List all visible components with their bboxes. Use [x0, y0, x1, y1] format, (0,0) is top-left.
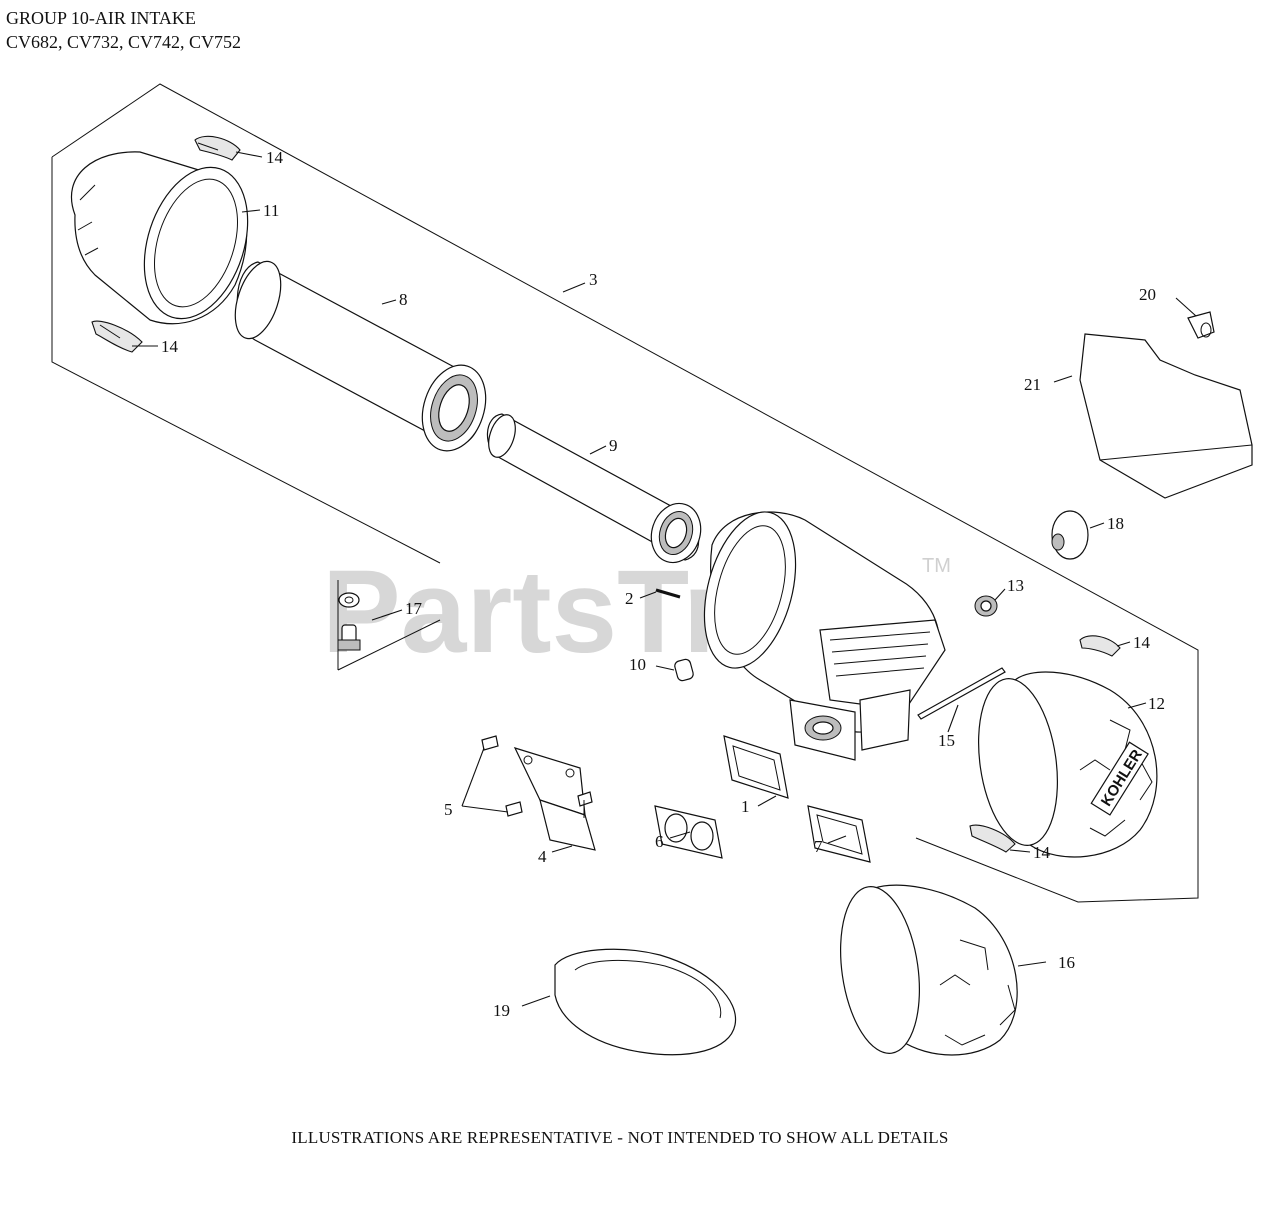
callout-13: 13 — [1007, 576, 1024, 595]
callout-12: 12 — [1148, 694, 1165, 713]
part-11-housing-ring — [70, 151, 249, 325]
callout-17: 17 — [405, 599, 423, 618]
part-13-plug — [974, 595, 998, 617]
callout-2: 2 — [625, 589, 634, 608]
part-10-bushing — [674, 658, 694, 682]
part-14-clip-right — [1079, 635, 1121, 657]
part-7-gasket — [807, 805, 871, 863]
part-12-cover: KOHLER — [977, 671, 1158, 858]
part-14-clip-left — [91, 320, 143, 353]
air-cleaner-base — [703, 511, 946, 761]
watermark-tm: TM — [922, 555, 951, 577]
callout-18: 18 — [1107, 514, 1124, 533]
callout-labels: 1 2 3 4 5 6 7 8 9 10 11 12 13 14 14 14 1… — [161, 148, 1165, 1020]
part-14-clip-top — [194, 135, 241, 161]
callout-20: 20 — [1139, 285, 1156, 304]
callout-5: 5 — [444, 800, 453, 819]
part-18-valve — [1051, 510, 1089, 560]
assembly-boundary — [51, 83, 1199, 903]
title-models: CV682, CV732, CV742, CV752 — [6, 32, 242, 52]
part-14-clip-bottom — [969, 824, 1016, 853]
callout-14-right: 14 — [1133, 633, 1151, 652]
callout-14-bottom: 14 — [1033, 843, 1051, 862]
part-5-bolts — [481, 735, 593, 818]
callout-11: 11 — [263, 201, 279, 220]
callout-1: 1 — [741, 797, 750, 816]
callout-9: 9 — [609, 436, 618, 455]
callout-7: 7 — [814, 837, 823, 856]
callout-6: 6 — [655, 832, 664, 851]
part-15-strip — [917, 667, 1006, 720]
part-9-inner-filter — [486, 413, 702, 564]
callout-4: 4 — [538, 847, 547, 866]
callout-14-left: 14 — [161, 337, 179, 356]
part-8-primary-filter — [234, 260, 487, 452]
title-group: GROUP 10-AIR INTAKE — [6, 8, 196, 28]
callout-21: 21 — [1024, 375, 1041, 394]
callout-19: 19 — [493, 1001, 510, 1020]
callout-8: 8 — [399, 290, 408, 309]
callout-10: 10 — [629, 655, 646, 674]
part-17-sensor — [337, 592, 361, 651]
callout-3: 3 — [589, 270, 598, 289]
part-2-pin — [655, 588, 681, 599]
part-16-cover — [839, 884, 1018, 1056]
callout-15: 15 — [938, 731, 955, 750]
part-1-gasket — [723, 735, 789, 799]
part-19-precleaner — [554, 948, 737, 1056]
leader-lines — [132, 151, 1197, 1007]
part-21-shield — [1079, 333, 1253, 499]
part-4-bracket — [513, 747, 596, 851]
callout-14-top: 14 — [266, 148, 284, 167]
footer-note: ILLUSTRATIONS ARE REPRESENTATIVE - NOT I… — [291, 1128, 949, 1147]
diagram-title: GROUP 10-AIR INTAKE CV682, CV732, CV742,… — [6, 6, 241, 54]
callout-16: 16 — [1058, 953, 1075, 972]
part-20-clip — [1187, 311, 1215, 339]
